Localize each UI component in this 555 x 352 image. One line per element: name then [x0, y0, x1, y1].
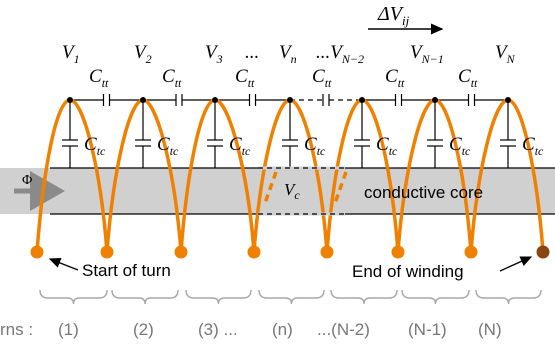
delta-v-label: ΔVij: [377, 3, 410, 28]
ctc-labels: Ctc Ctc Ctc Ctc Ctc Ctc Ctc: [84, 134, 544, 158]
winding-top-dots: [67, 97, 511, 103]
turn-label: ...(N-2): [317, 320, 370, 339]
turn-valley-dot: [174, 245, 188, 259]
turn-to-turn-capacitor-chain: [70, 94, 508, 106]
turn-node-dot: [67, 97, 73, 103]
turn-labels: (1) (2) (3) ... (n) ...(N-2) (N-1) (N): [58, 320, 502, 339]
voltage-label: VN−1: [410, 42, 444, 66]
start-pointer-arrow: [48, 257, 79, 271]
voltage-labels: V1 V2 V3... Vn ...VN−2 VN−1 VN: [62, 42, 516, 66]
turn-brace: [475, 289, 542, 305]
core-label: conductive core: [364, 183, 483, 202]
turn-braces: [39, 289, 542, 305]
turn-brace: [39, 289, 108, 305]
turn-valley-dot: [247, 245, 261, 259]
ctc-label: Ctc: [304, 134, 326, 158]
voltage-label: Vn: [279, 42, 297, 66]
ctt-label: Ctt: [385, 66, 405, 90]
turn-node-dot: [287, 97, 293, 103]
ctc-label: Ctc: [376, 134, 398, 158]
ctt-label: Ctt: [458, 66, 478, 90]
voltage-label: VN: [495, 42, 516, 66]
turn-valley-dot: [464, 245, 478, 259]
voltage-label: ...: [245, 42, 259, 63]
end-pointer-arrow: [499, 256, 533, 272]
turn-label: (2): [133, 320, 154, 339]
turn-brace: [330, 289, 398, 305]
turn-valley-dot: [391, 245, 405, 259]
turn-to-core-capacitors: [62, 100, 516, 168]
ctt-label: Ctt: [235, 66, 255, 90]
voltage-label: V2: [134, 42, 152, 66]
ctt-label: Ctt: [89, 66, 109, 90]
ctt-labels: Ctt Ctt Ctt Ctt Ctt Ctt: [89, 66, 478, 90]
start-label: Start of turn: [82, 261, 171, 280]
start-dot: [30, 245, 44, 259]
turn-brace: [111, 289, 179, 305]
turn-node-dot: [505, 97, 511, 103]
turn-node-dot: [359, 97, 365, 103]
turn-node-dot: [432, 97, 438, 103]
vc-label: Vc: [284, 180, 300, 202]
turn-valley-dot: [100, 245, 114, 259]
voltage-label: V3: [205, 42, 223, 66]
turn-brace: [258, 289, 325, 305]
ctc-label: Ctc: [157, 134, 179, 158]
turns-prefix: rns :: [0, 320, 33, 339]
ctc-label: Ctc: [229, 134, 251, 158]
turn-label: (N): [478, 320, 502, 339]
turn-label: (3) ...: [198, 320, 238, 339]
turn-valley-dot: [320, 245, 334, 259]
ctc-label: Ctc: [84, 134, 106, 158]
turn-node-dot: [140, 97, 146, 103]
winding-bottom-dots: [100, 245, 478, 259]
voltage-label: ...VN−2: [316, 42, 364, 66]
ctc-label: Ctc: [522, 134, 544, 158]
turn-label: (N-1): [408, 320, 447, 339]
ctt-label: Ctt: [312, 66, 332, 90]
phi-label: Φ: [22, 173, 32, 188]
ctc-label: Ctc: [449, 134, 471, 158]
ctt-label: Ctt: [162, 66, 182, 90]
turn-brace: [185, 289, 252, 305]
end-label: End of winding: [352, 262, 464, 281]
end-dot: [536, 245, 550, 259]
turn-label: (1): [58, 320, 79, 339]
voltage-label: V1: [62, 42, 80, 66]
turn-brace: [401, 289, 470, 305]
dashed-core-section: [258, 166, 348, 216]
turn-node-dot: [212, 97, 218, 103]
turn-label: (n): [272, 320, 293, 339]
